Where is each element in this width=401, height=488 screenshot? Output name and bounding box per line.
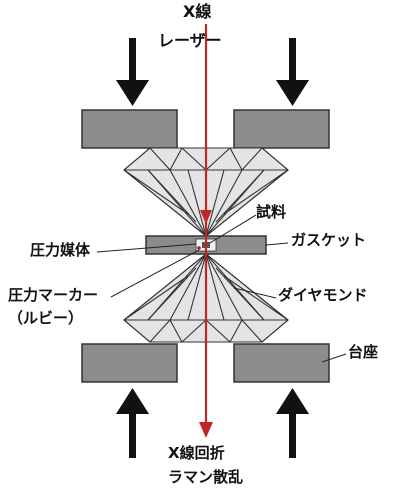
leader-sample bbox=[209, 214, 257, 244]
output-label-xray-diffraction: X線回折 bbox=[168, 444, 225, 462]
base-label: 台座 bbox=[348, 343, 379, 361]
pressure-arrow-bottom-left bbox=[116, 388, 149, 458]
pressure-arrow-bottom-right bbox=[276, 388, 309, 458]
top-base-plate-left bbox=[81, 109, 178, 149]
pressure-arrow-top-right bbox=[276, 38, 309, 106]
leader-lines bbox=[96, 214, 347, 363]
leader-diamond bbox=[233, 287, 277, 299]
beam-arrowhead-lower bbox=[199, 422, 213, 438]
pressure-arrow-top-left bbox=[116, 38, 149, 106]
ruby-marker bbox=[197, 246, 201, 250]
bottom-base-plate-left bbox=[81, 343, 178, 383]
sample-label: 試料 bbox=[256, 203, 287, 221]
leader-pressure-medium bbox=[96, 243, 197, 253]
top-base-plate-right bbox=[233, 109, 330, 149]
leader-base bbox=[321, 353, 347, 363]
output-label-raman-scattering: ラマン散乱 bbox=[168, 468, 244, 486]
leader-pressure-marker bbox=[110, 249, 200, 298]
pressure-marker-label: 圧力マーカー bbox=[8, 286, 99, 304]
diamond-label: ダイヤモンド bbox=[278, 286, 368, 304]
bottom-base-plate-right bbox=[233, 343, 330, 383]
gasket-label: ガスケット bbox=[291, 231, 367, 249]
pressure-medium-label: 圧力媒体 bbox=[30, 241, 91, 259]
leader-gasket bbox=[265, 242, 289, 246]
beam-source-label-xray: X線 bbox=[183, 2, 212, 21]
beam-path bbox=[199, 24, 213, 438]
beam-source-label-laser: レーザー bbox=[158, 31, 222, 50]
beam-arrowhead-upper bbox=[200, 210, 212, 224]
pressure-marker-sublabel: （ルビー） bbox=[8, 309, 84, 327]
